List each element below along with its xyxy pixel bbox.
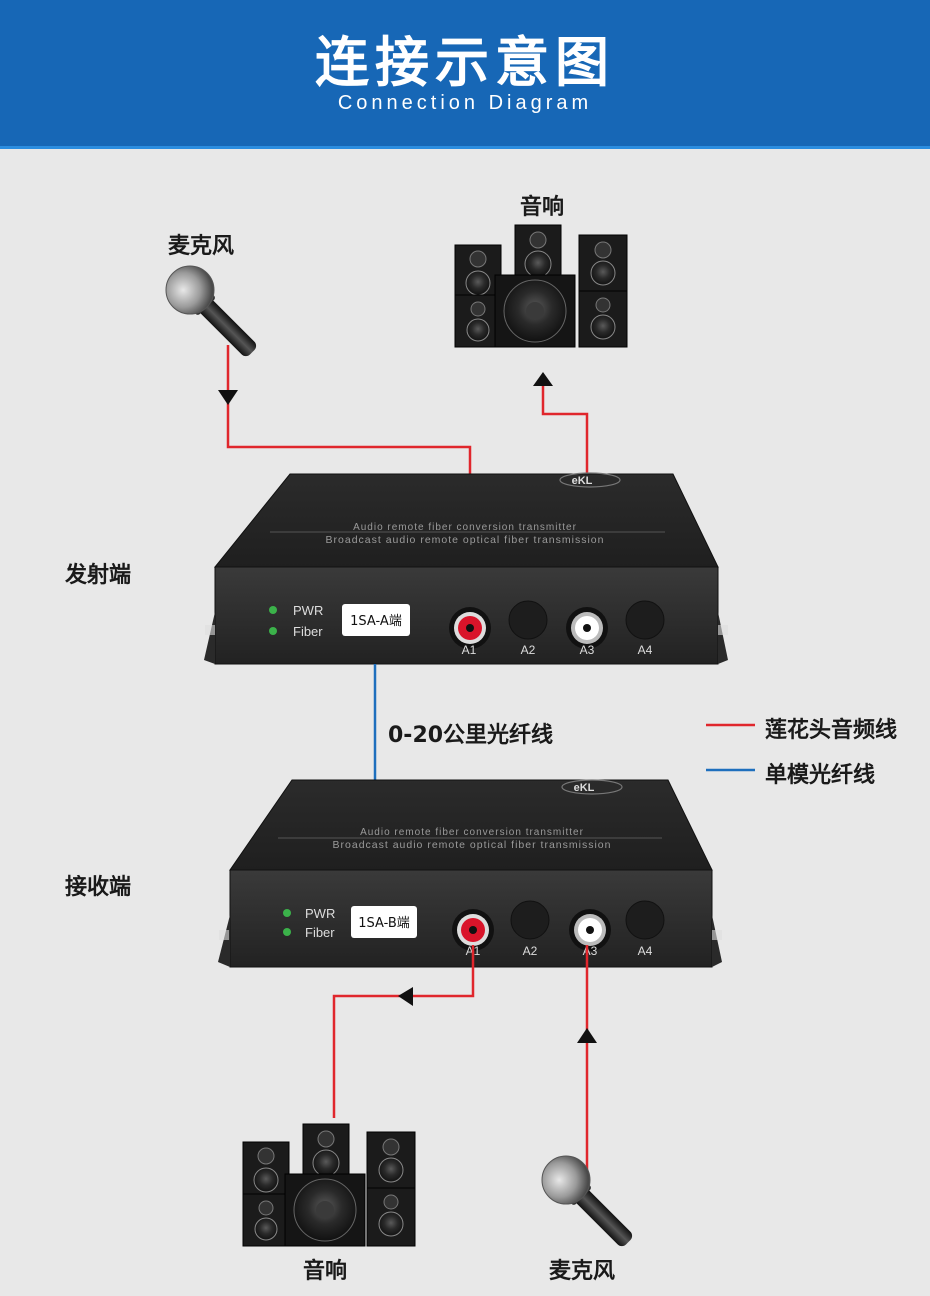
fiber-distance-label: 0-20公里光纤线 [388,723,554,748]
speaker-set-bottom-icon [242,1123,416,1247]
page-subtitle: Connection Diagram [337,92,593,114]
transmitter-fiber-label: Fiber [293,624,323,639]
receiver-port-a2: A2 [523,944,538,958]
microphone-top-icon [165,265,257,357]
receiver-model-label: 1SA-B端 [358,916,410,931]
mic-bottom-label: 麦克风 [549,1259,616,1284]
receiver-caption-2: Broadcast audio remote optical fiber tra… [333,839,612,851]
transmitter-port-a1: A1 [462,643,477,657]
header-banner [0,0,930,148]
speaker-top-label: 音响 [520,195,565,220]
receiver-port-a3: A3 [583,944,598,958]
receiver-pwr-label: PWR [305,906,335,921]
legend-audio-label: 莲花头音频线 [765,718,898,743]
receiver-caption-1: Audio remote fiber conversion transmitte… [360,827,584,838]
page-title: 连接示意图 [315,31,615,94]
legend-fiber-label: 单模光纤线 [765,763,876,788]
receiver-brand-logo: eKL [574,782,595,794]
receiver-fiber-label: Fiber [305,925,335,940]
transmitter-brand-logo: eKL [572,475,593,487]
receiver-device: Audio remote fiber conversion transmitte… [218,779,722,968]
transmitter-caption-2: Broadcast audio remote optical fiber tra… [326,534,605,546]
microphone-bottom-icon [541,1155,633,1247]
header-divider [0,146,930,149]
audio-cable-bottom [332,945,597,1170]
transmitter-caption-1: Audio remote fiber conversion transmitte… [353,522,577,533]
speaker-bottom-label: 音响 [303,1259,348,1284]
transmitter-port-a4: A4 [638,643,653,657]
transmitter-side-label: 发射端 [65,563,132,588]
transmitter-port-a3: A3 [580,643,595,657]
receiver-side-label: 接收端 [65,875,132,900]
speaker-set-top-icon [454,224,628,348]
receiver-port-a4: A4 [638,944,653,958]
transmitter-device: Audio remote fiber conversion transmitte… [204,472,728,665]
transmitter-pwr-label: PWR [293,603,323,618]
mic-top-label: 麦克风 [168,234,235,259]
transmitter-model-label: 1SA-A端 [350,614,402,629]
transmitter-port-a2: A2 [521,643,536,657]
